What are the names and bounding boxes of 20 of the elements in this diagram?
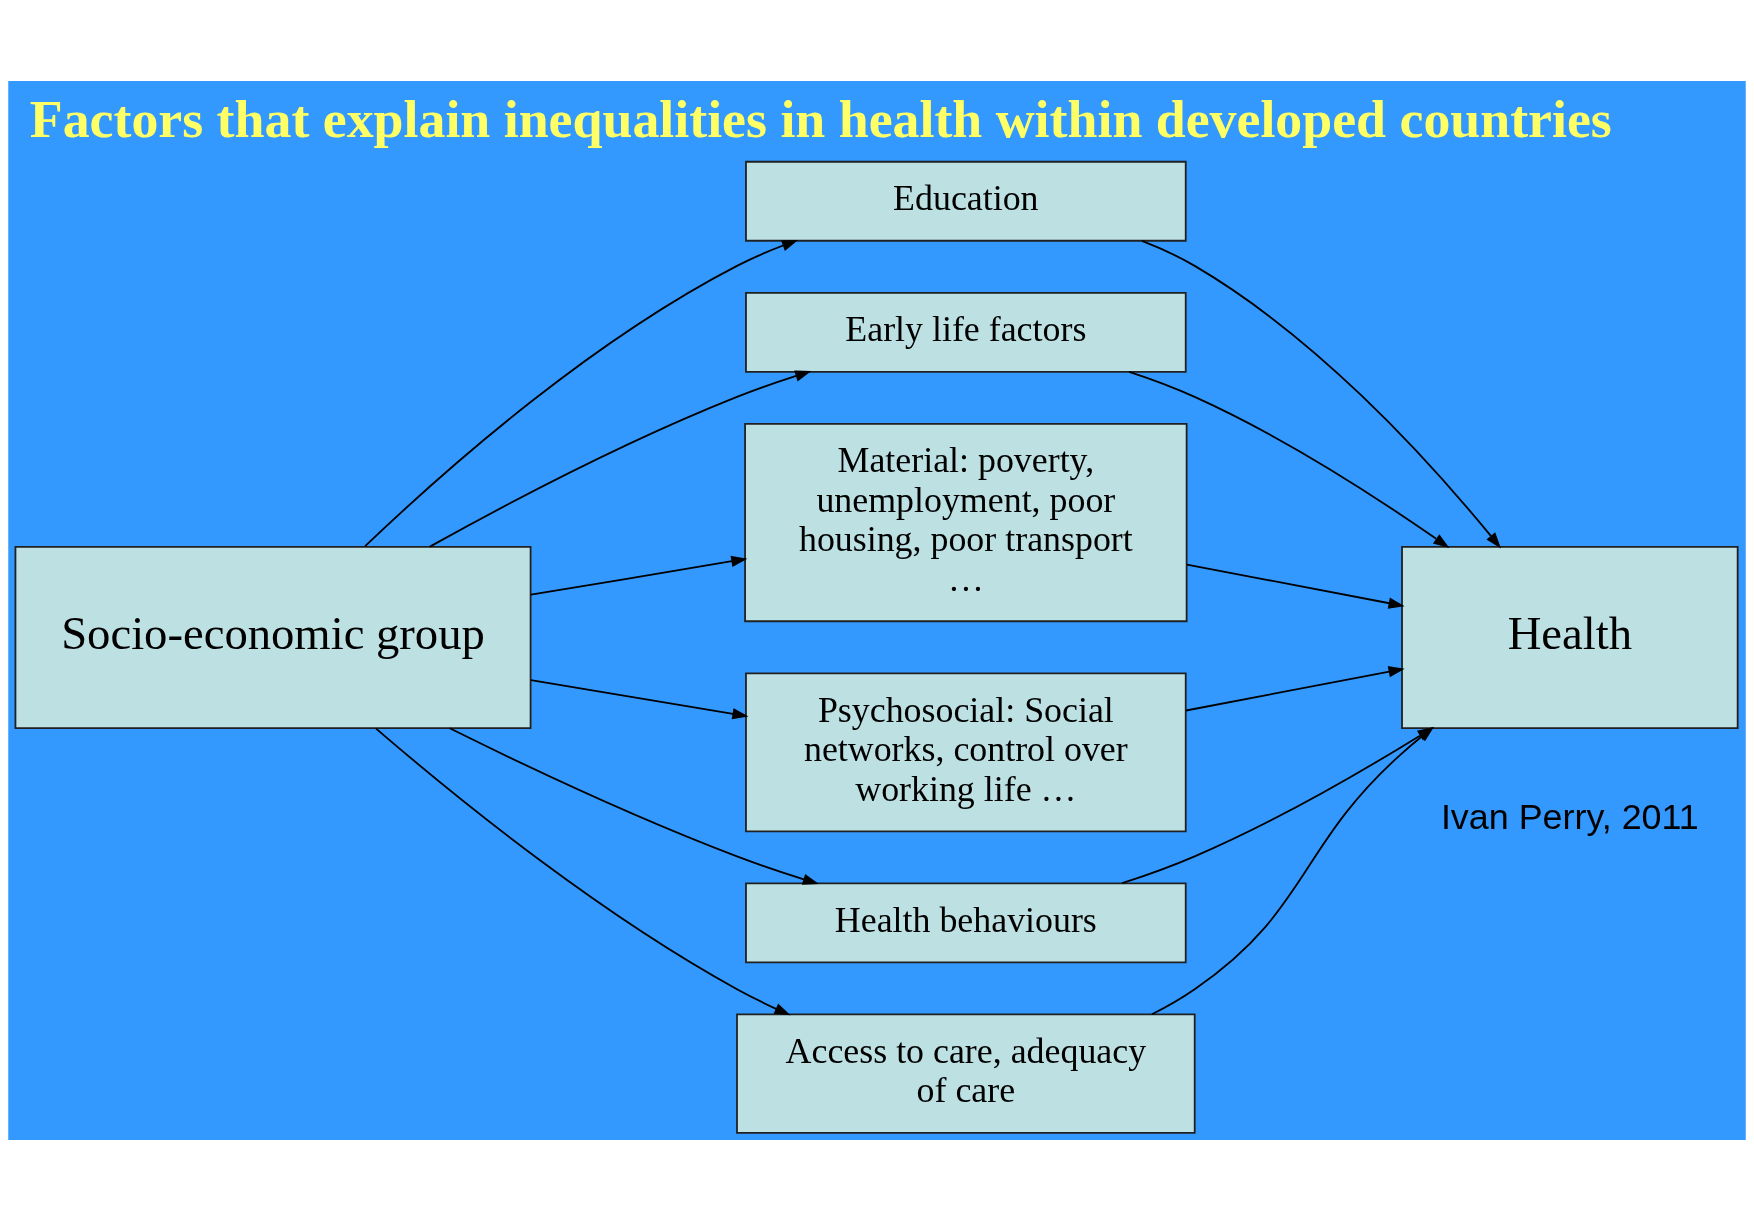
node-box: Health behaviours [745,882,1187,964]
arrow [1128,370,1450,549]
diagram-title: Factors that explain inequalities in health within developed countries [29,88,1612,149]
arrow [364,240,799,548]
node-box: Education [745,160,1187,242]
node-box: Socio-economic group [14,545,532,729]
node-box: Early life factors [745,291,1187,373]
arrow [429,370,812,548]
arrow [530,679,749,720]
node-box: Health [1401,545,1739,729]
arrow [1141,240,1501,549]
node-box: Material: poverty, unemployment, poor housing, poor transport … [744,422,1188,623]
arrow [448,727,819,885]
label: Ivan Perry, 2011 [1440,797,1699,838]
arrow [1186,563,1405,609]
arrow [375,727,791,1016]
node-box: Access to care, adequacy of care [736,1013,1196,1134]
arrow [530,555,748,596]
node-box: Psychosocial: Social networks, control over working life … [745,672,1187,833]
arrow [1185,666,1405,712]
